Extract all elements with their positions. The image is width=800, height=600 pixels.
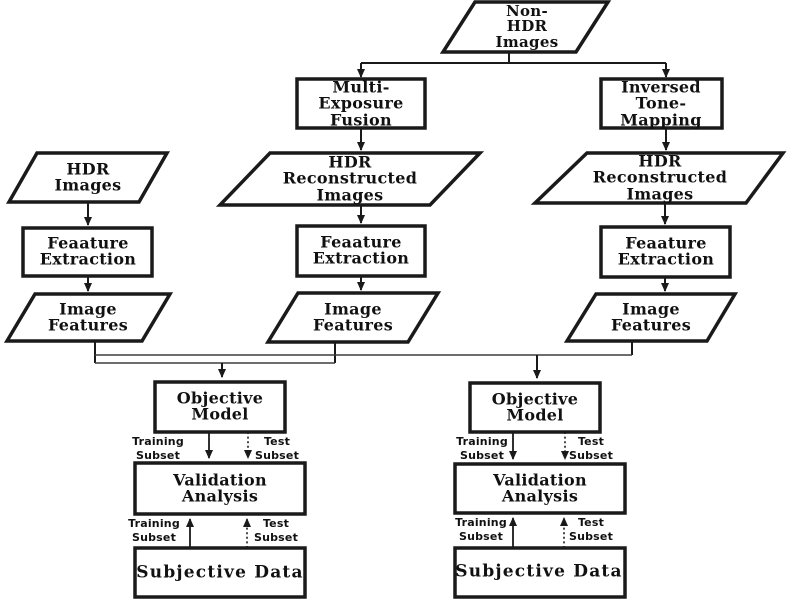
node-subjective-data-right: Subjective Data bbox=[455, 561, 623, 582]
node-validation-analysis-right: Validation Analysis bbox=[493, 470, 587, 506]
subjective-data-right-shape bbox=[453, 546, 627, 599]
label-test-subset-om-left: Test Subset bbox=[254, 434, 300, 462]
validation-analysis-left-shape bbox=[133, 461, 307, 516]
non-hdr-images-shape bbox=[439, 0, 612, 54]
label-test-subset-om-right: Test Subset bbox=[568, 434, 614, 462]
node-validation-analysis-left: Validation Analysis bbox=[173, 470, 267, 506]
validation-analysis-right-shape bbox=[453, 462, 627, 515]
hdr-reconstructed-itm-shape bbox=[530, 151, 787, 205]
node-hdr-reconstructed-itm: HDR Reconstructed Images bbox=[592, 151, 728, 204]
node-non-hdr-images: Non- HDR Images bbox=[495, 2, 559, 51]
inversed-tone-mapping-shape bbox=[599, 77, 724, 130]
label-test-subset-sd-right: Test Subset bbox=[568, 515, 614, 543]
subjective-data-left-shape bbox=[133, 546, 307, 599]
node-feature-extraction-mef: Feaature Extraction bbox=[312, 232, 410, 268]
node-image-features-itm: Image Features bbox=[610, 299, 692, 335]
image-features-itm-shape bbox=[563, 292, 739, 343]
label-training-subset-sd-right: Training Subset bbox=[455, 515, 507, 543]
node-hdr-images: HDR Images bbox=[54, 159, 122, 195]
objective-model-left-shape bbox=[153, 380, 287, 434]
node-subjective-data-left: Subjective Data bbox=[136, 562, 304, 583]
node-hdr-reconstructed-mef: HDR Reconstructed Images bbox=[282, 152, 418, 205]
image-features-hdr-shape bbox=[3, 292, 174, 343]
label-test-subset-sd-left: Test Subset bbox=[253, 516, 299, 544]
label-training-subset-om-right: Training Subset bbox=[456, 434, 508, 462]
node-inversed-tone-mapping: Inversed Tone- Mapping bbox=[620, 77, 702, 130]
label-training-subset-sd-left: Training Subset bbox=[128, 516, 180, 544]
node-image-features-mef: Image Features bbox=[312, 299, 394, 335]
node-image-features-hdr: Image Features bbox=[47, 299, 129, 335]
image-features-mef-shape bbox=[264, 291, 442, 344]
hdr-reconstructed-mef-shape bbox=[215, 151, 485, 207]
hdr-images-shape bbox=[5, 151, 171, 204]
objective-model-right-shape bbox=[468, 381, 602, 434]
node-feature-extraction-hdr: Feaature Extraction bbox=[39, 233, 137, 269]
node-feature-extraction-itm: Feaature Extraction bbox=[617, 233, 715, 269]
node-objective-model-left: Objective Model bbox=[176, 388, 264, 424]
node-multi-exposure-fusion: Multi- Exposure Fusion bbox=[318, 77, 404, 130]
node-objective-model-right: Objective Model bbox=[491, 389, 579, 425]
label-training-subset-om-left: Training Subset bbox=[132, 434, 184, 462]
